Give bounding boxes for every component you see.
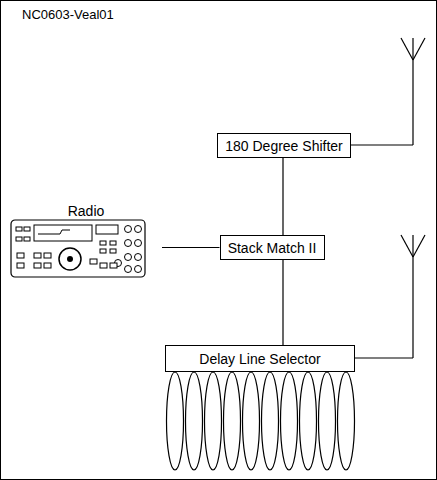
radio-icon [10,219,146,279]
process-box: Stack Match II [220,235,325,260]
connector-line [282,260,283,345]
process-box: 180 Degree Shifter [217,133,351,158]
box-label: Stack Match II [228,240,317,256]
process-box: Delay Line Selector [165,345,355,372]
connector-line [162,247,220,248]
antenna-top [346,38,425,145]
radio-device: Radio [10,203,162,279]
drawing-id-label: NC0603-Veal01 [22,7,114,22]
device-label: Radio [10,203,162,219]
delay-line-coils [167,372,355,470]
box-label: Delay Line Selector [199,351,320,367]
antenna-bottom [355,235,425,358]
box-label: 180 Degree Shifter [225,138,343,154]
connector-line [282,158,283,235]
